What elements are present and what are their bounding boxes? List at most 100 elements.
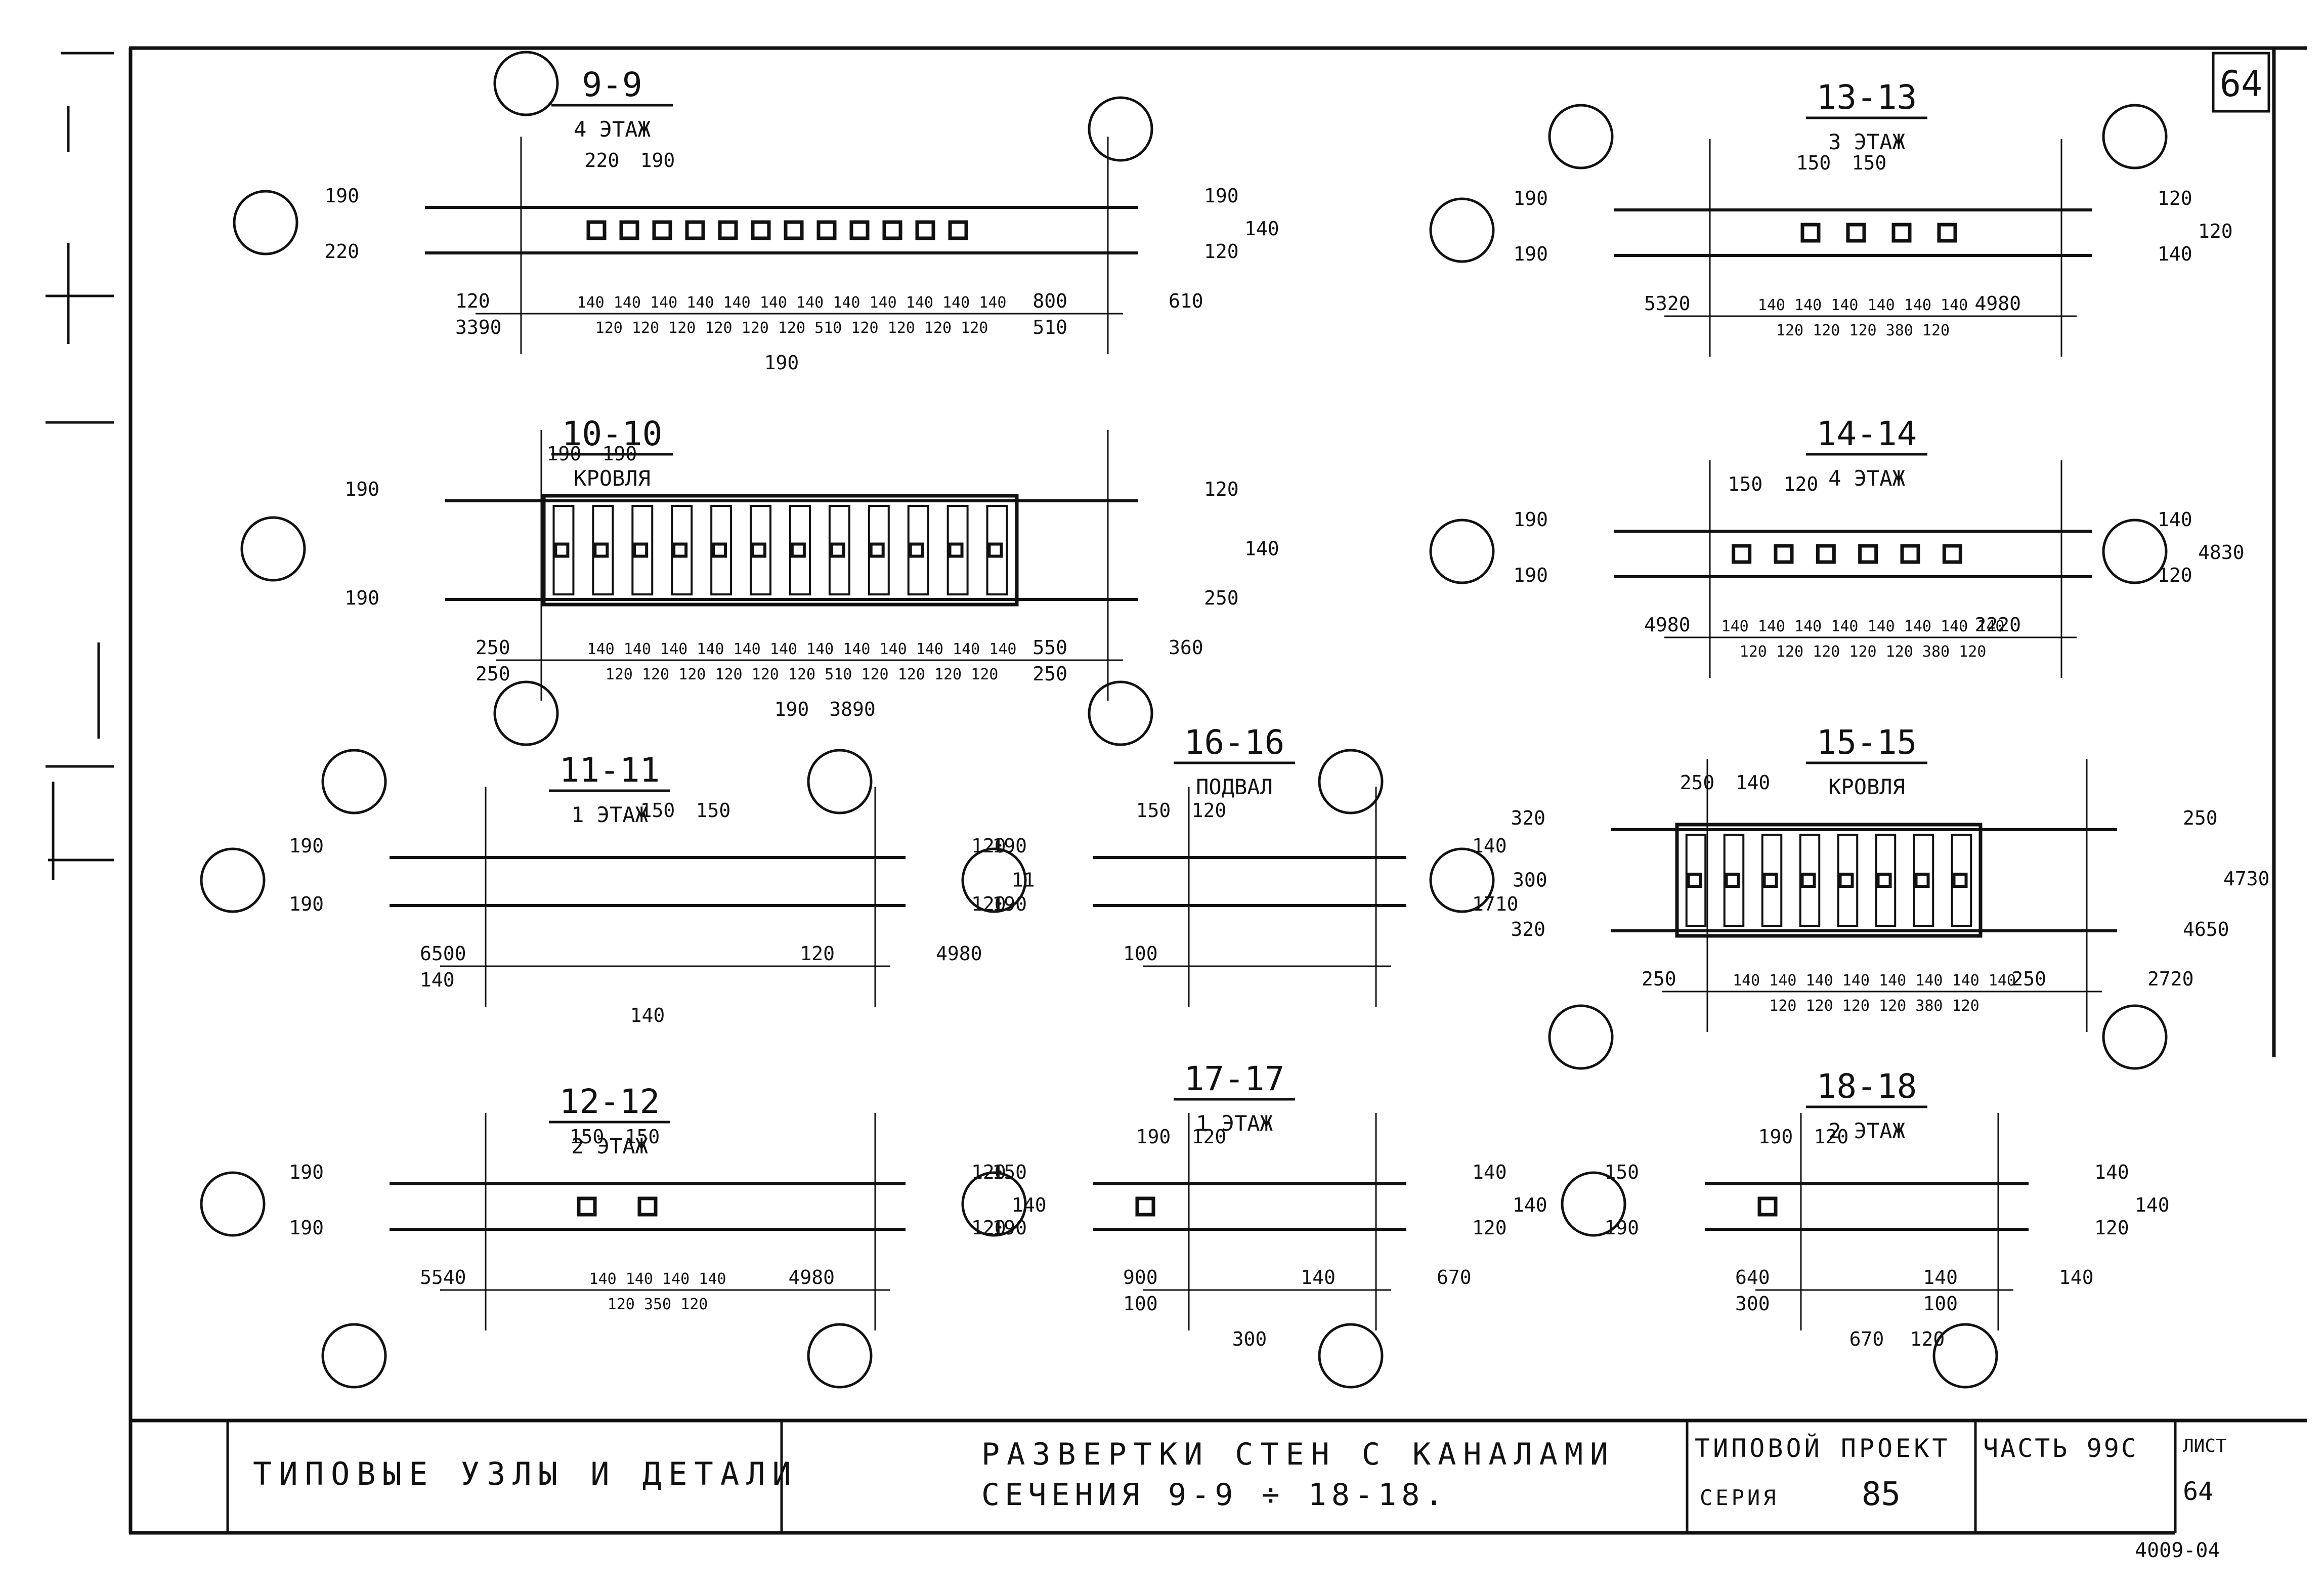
channel-opening bbox=[882, 220, 902, 240]
chimney-block bbox=[542, 494, 1019, 607]
dimension-value: 150 bbox=[1604, 1161, 1639, 1183]
section-floor-label: 4 ЭТАЖ bbox=[574, 117, 651, 142]
dimension-value: 140 bbox=[2135, 1194, 2170, 1216]
title-block-sheet-label: ЛИСТ bbox=[2183, 1436, 2227, 1456]
grid-axis-bubble bbox=[1932, 1323, 1998, 1389]
channel-opening bbox=[1774, 544, 1794, 564]
channel-opening bbox=[1891, 223, 1912, 243]
grid-axis-bubble bbox=[493, 680, 559, 746]
grid-axis-bubble bbox=[1429, 197, 1495, 263]
dimension-value: 150 bbox=[625, 1126, 660, 1148]
grid-axis-bubble bbox=[1429, 847, 1495, 913]
dimension-value: 250 bbox=[1204, 587, 1239, 609]
grid-axis-bubble bbox=[1318, 749, 1384, 814]
grid-axis-bubble bbox=[1548, 1004, 1614, 1070]
dimension-value: 190 bbox=[289, 1217, 324, 1239]
dimension-value: 320 bbox=[1511, 807, 1545, 829]
grid-axis-bubble bbox=[1429, 519, 1495, 584]
section-floor-label: 4 ЭТАЖ bbox=[1828, 466, 1905, 491]
title-block-title-line1: РАЗВЕРТКИ СТЕН С КАНАЛАМИ bbox=[981, 1437, 1615, 1472]
dimension-sequence-top: 140 140 140 140 140 140 140 140 bbox=[1722, 618, 2005, 635]
dimension-value: 120 bbox=[1204, 478, 1239, 500]
dimension-value: 190 bbox=[992, 835, 1027, 857]
dimension-value: 670 bbox=[1849, 1328, 1884, 1350]
dimension-value: 190 bbox=[640, 149, 675, 171]
channel-opening bbox=[784, 220, 804, 240]
dimension-value: 190 bbox=[289, 893, 324, 915]
dimension-value: 140 bbox=[630, 1004, 665, 1026]
section-floor-label: 2 ЭТАЖ bbox=[571, 1134, 648, 1158]
channel-opening bbox=[1816, 544, 1836, 564]
dimension-value: 140 bbox=[1244, 538, 1279, 560]
grid-axis-bubble bbox=[1088, 96, 1153, 162]
dimension-value: 140 bbox=[1513, 1194, 1547, 1216]
grid-axis-bubble bbox=[321, 1323, 387, 1389]
channel-slot bbox=[1761, 834, 1783, 927]
dimension-value: 120 bbox=[800, 942, 835, 965]
channel-slot bbox=[631, 505, 654, 595]
channel-opening bbox=[633, 542, 649, 558]
section-title: 9-9 bbox=[582, 65, 642, 104]
channel-opening bbox=[1876, 873, 1892, 888]
section-floor-label: 2 ЭТАЖ bbox=[1828, 1119, 1905, 1143]
dimension-value: 190 bbox=[992, 893, 1027, 915]
channel-opening bbox=[948, 542, 964, 558]
grid-axis-bubble bbox=[240, 516, 306, 582]
dimension-value: 190 bbox=[1758, 1126, 1793, 1148]
channel-opening bbox=[849, 220, 870, 240]
dimension-value: 190 bbox=[774, 698, 809, 720]
dimension-value: 190 bbox=[1204, 185, 1239, 207]
channel-opening bbox=[1725, 873, 1740, 888]
dimension-value: 250 bbox=[1032, 663, 1067, 685]
channel-opening bbox=[1858, 544, 1878, 564]
dimension-value: 140 bbox=[2158, 243, 2192, 265]
dimension-value: 140 bbox=[1012, 1194, 1047, 1216]
dimension-sequence-bottom: 120 120 120 120 120 380 120 bbox=[1740, 643, 1987, 661]
title-block-part-label: ЧАСТЬ 99С bbox=[1983, 1434, 2138, 1463]
dimension-value: 140 bbox=[1472, 835, 1507, 857]
dimension-sequence-bottom: 120 120 120 120 120 120 510 120 120 120 … bbox=[595, 319, 988, 337]
section-floor-label: КРОВЛЯ bbox=[1828, 775, 1905, 799]
channel-slot bbox=[828, 505, 850, 595]
dimension-value: 3390 bbox=[455, 316, 502, 338]
dimension-value: 190 bbox=[289, 835, 324, 857]
grid-axis-bubble bbox=[2102, 104, 2168, 169]
dimension-value: 150 bbox=[696, 799, 731, 822]
channel-opening bbox=[915, 220, 935, 240]
channel-opening bbox=[1952, 873, 1968, 888]
sheet-number: 64 bbox=[2220, 63, 2262, 105]
channel-opening bbox=[1800, 223, 1821, 243]
dimension-value: 190 bbox=[1604, 1217, 1639, 1239]
dimension-value: 5320 bbox=[1644, 292, 1691, 315]
dimension-value: 120 bbox=[2198, 220, 2233, 242]
dimension-value: 190 bbox=[1513, 508, 1548, 531]
dimension-value: 120 bbox=[1204, 240, 1239, 263]
channel-opening bbox=[1135, 1196, 1155, 1217]
channel-opening bbox=[685, 220, 705, 240]
section-floor-label: 1 ЭТАЖ bbox=[1196, 1111, 1273, 1136]
channel-opening bbox=[577, 1196, 597, 1217]
dimension-value: 250 bbox=[2011, 968, 2046, 990]
left-margin-ticks bbox=[46, 52, 114, 880]
dimension-value: 190 bbox=[764, 352, 799, 374]
title-block-title-line2: СЕЧЕНИЯ 9-9 ÷ 18-18. bbox=[981, 1477, 1448, 1513]
dimension-value: 320 bbox=[1511, 918, 1545, 940]
dimension-value: 140 bbox=[1244, 218, 1279, 240]
channel-slot bbox=[1723, 834, 1745, 927]
dimension-value: 190 bbox=[547, 443, 582, 465]
dimension-value: 120 bbox=[1910, 1328, 1945, 1350]
channel-opening bbox=[1900, 544, 1920, 564]
title-block-project-label: ТИПОВОЙ ПРОЕКТ bbox=[1695, 1433, 1950, 1463]
dimension-value: 190 bbox=[324, 185, 359, 207]
dimension-value: 190 bbox=[1513, 243, 1548, 265]
dimension-value: 250 bbox=[2183, 807, 2218, 829]
section-title: 17-17 bbox=[1184, 1059, 1285, 1098]
channel-opening bbox=[1914, 873, 1930, 888]
dimension-value: 610 bbox=[1169, 290, 1203, 312]
dimension-value: 250 bbox=[1680, 771, 1715, 794]
dimension-value: 120 bbox=[1192, 1126, 1227, 1148]
dimension-value: 140 bbox=[1923, 1266, 1958, 1288]
dimension-value: 190 bbox=[1136, 1126, 1171, 1148]
